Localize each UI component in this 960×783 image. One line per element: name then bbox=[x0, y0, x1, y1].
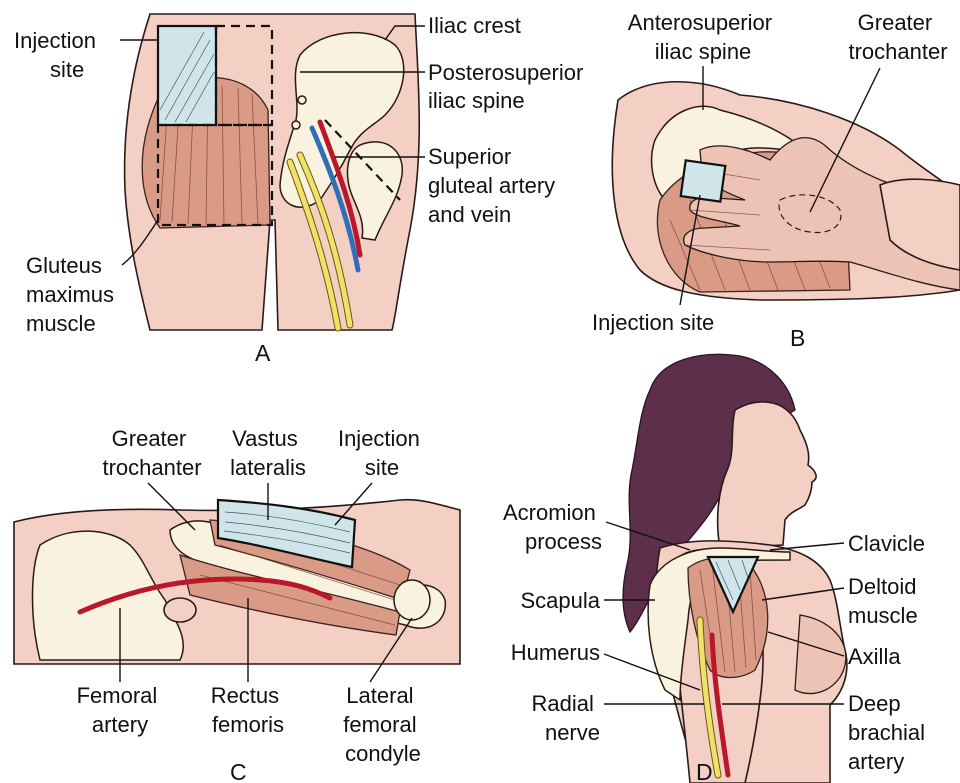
label-c-vastus-lateralis: Vastus lateralis bbox=[230, 426, 306, 480]
label-b-injection-site-line1: Injection site bbox=[592, 310, 714, 335]
label-a-sga-line3: and vein bbox=[428, 202, 511, 227]
label-b-greater-trochanter: Greater trochanter bbox=[848, 10, 947, 64]
label-b-gt-line1: Greater bbox=[858, 10, 933, 35]
label-a-sga-line2: gluteal artery bbox=[428, 173, 555, 198]
label-d-clavicle-line1: Clavicle bbox=[848, 531, 925, 556]
panel-a-letter: A bbox=[255, 340, 271, 366]
label-d-dba-line1: Deep bbox=[848, 691, 901, 716]
label-a-gm-line3: muscle bbox=[26, 311, 96, 336]
label-c-lfc-line3: condyle bbox=[345, 741, 421, 766]
label-a-iliac-crest-line1: Iliac crest bbox=[428, 13, 521, 38]
label-a-superior-gluteal: Superior gluteal artery and vein bbox=[428, 144, 561, 227]
sacral-foramen-a1 bbox=[298, 96, 306, 104]
label-d-acromion-process: Acromion process bbox=[503, 500, 602, 554]
panel-b-letter: B bbox=[790, 325, 805, 351]
label-d-radial-nerve: Radial nerve bbox=[532, 691, 601, 745]
label-d-humerus: Humerus bbox=[511, 640, 600, 665]
label-a-psis-line1: Posterosuperior bbox=[428, 60, 583, 85]
label-d-ap-line2: process bbox=[525, 529, 602, 554]
label-d-clavicle: Clavicle bbox=[848, 531, 925, 556]
panel-c-obturator bbox=[164, 598, 196, 622]
label-a-posterosuperior-iliac-spine: Posterosuperior iliac spine bbox=[428, 60, 589, 113]
label-c-vl-line2: lateralis bbox=[230, 455, 306, 480]
label-c-femoral-artery: Femoral artery bbox=[77, 683, 164, 737]
label-c-fa-line2: artery bbox=[92, 712, 148, 737]
panel-d-letter: D bbox=[696, 759, 713, 783]
label-c-is-line2: site bbox=[365, 455, 399, 480]
label-a-iliac-crest: Iliac crest bbox=[428, 13, 521, 38]
label-a-gluteus-maximus: Gluteus maximus muscle bbox=[26, 253, 120, 336]
label-c-is-line1: Injection bbox=[338, 426, 420, 451]
label-a-sga-line1: Superior bbox=[428, 144, 511, 169]
label-c-gt-line2: trochanter bbox=[102, 455, 201, 480]
panel-d-head bbox=[718, 402, 816, 548]
label-c-gt-line1: Greater bbox=[112, 426, 187, 451]
panel-c-letter: C bbox=[230, 759, 247, 783]
panel-a: Injection site Iliac crest Posterosuperi… bbox=[14, 13, 589, 366]
label-c-fa-line1: Femoral bbox=[77, 683, 158, 708]
panel-c: Greater trochanter Vastus lateralis Inje… bbox=[14, 426, 460, 783]
label-a-gm-line2: maximus bbox=[26, 282, 114, 307]
label-d-axilla: Axilla bbox=[848, 644, 901, 669]
label-c-rectus-femoris: Rectus femoris bbox=[211, 683, 286, 737]
label-a-gm-line1: Gluteus bbox=[26, 253, 102, 278]
label-a-injection-site-line1: Injection bbox=[14, 28, 96, 53]
panel-c-condyle bbox=[394, 580, 430, 620]
label-a-injection-site: Injection site bbox=[14, 28, 102, 82]
label-a-psis-line2: iliac spine bbox=[428, 88, 525, 113]
label-d-deltoid-muscle: Deltoid muscle bbox=[848, 574, 923, 628]
label-b-asis-line2: iliac spine bbox=[655, 39, 752, 64]
label-b-gt-line2: trochanter bbox=[848, 39, 947, 64]
label-b-injection-site: Injection site bbox=[592, 310, 714, 335]
label-c-vl-line1: Vastus bbox=[232, 426, 298, 451]
label-c-greater-trochanter: Greater trochanter bbox=[102, 426, 201, 480]
label-d-scapula: Scapula bbox=[520, 588, 600, 613]
sacral-foramen-a2 bbox=[292, 121, 300, 129]
label-b-asis: Anterosuperior iliac spine bbox=[628, 10, 778, 64]
label-d-dm-line1: Deltoid bbox=[848, 574, 916, 599]
label-d-scapula-line1: Scapula bbox=[520, 588, 600, 613]
label-b-asis-line1: Anterosuperior bbox=[628, 10, 772, 35]
label-c-rf-line1: Rectus bbox=[211, 683, 279, 708]
panel-b: Anterosuperior iliac spine Greater troch… bbox=[592, 10, 960, 351]
label-a-injection-site-line2: site bbox=[50, 57, 84, 82]
label-c-injection-site: Injection site bbox=[338, 426, 426, 480]
label-c-lateral-femoral-condyle: Lateral femoral condyle bbox=[343, 683, 422, 766]
label-d-rn-line1: Radial bbox=[532, 691, 594, 716]
label-d-axilla-line1: Axilla bbox=[848, 644, 901, 669]
label-d-rn-line2: nerve bbox=[545, 720, 600, 745]
panel-d: Acromion process Clavicle Scapula Deltoi… bbox=[503, 354, 931, 783]
label-d-ap-line1: Acromion bbox=[503, 500, 596, 525]
label-d-humerus-line1: Humerus bbox=[511, 640, 600, 665]
panel-b-injection-site bbox=[681, 160, 726, 201]
label-c-lfc-line1: Lateral bbox=[346, 683, 413, 708]
label-d-dba-line2: brachial bbox=[848, 720, 925, 745]
panel-a-injection-site bbox=[158, 26, 216, 125]
label-d-dm-line2: muscle bbox=[848, 603, 918, 628]
label-c-lfc-line2: femoral bbox=[343, 712, 416, 737]
label-d-dba-line3: artery bbox=[848, 749, 904, 774]
label-c-rf-line2: femoris bbox=[212, 712, 284, 737]
label-d-deep-brachial-artery: Deep brachial artery bbox=[848, 691, 931, 774]
